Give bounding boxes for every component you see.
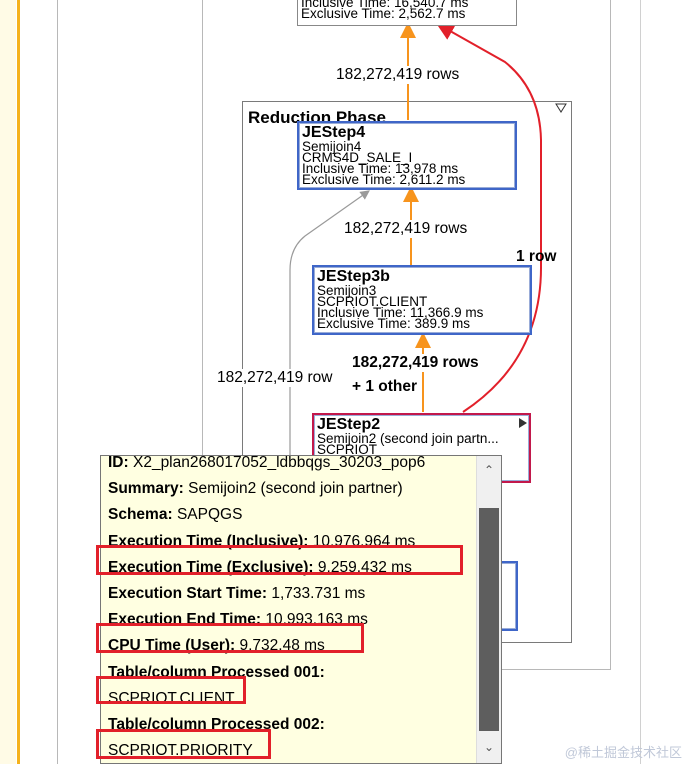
edge-left-gray (289, 190, 370, 455)
node-jestep2-name: JEStep2 (317, 416, 381, 433)
node-jestep2-line2: SCPRIOT (317, 442, 378, 457)
edge-label-step3b-other: + 1 other (352, 378, 418, 395)
tooltip-summary: Summary: Semijoin2 (second join partner) (108, 480, 403, 498)
tooltip-content: ID: X2_plan268017052_ldbbqgs_30203_pop6 … (108, 455, 475, 763)
edge-step2-to-top-red (436, 23, 543, 413)
highlight-exec-exclusive (96, 545, 463, 575)
node-top-inclusive: Inclusive Time: 16,540.7 ms (301, 0, 469, 10)
node-jestep4[interactable]: JEStep4 Semijoin4 CRMS4D_SALE_I Inclusiv… (297, 121, 517, 190)
node-jestep4-line1: Semijoin4 (302, 139, 362, 154)
node-top[interactable]: Inclusive Time: 16,540.7 ms Exclusive Ti… (297, 0, 517, 26)
node-jestep4-inclusive: Inclusive Time: 13,978 ms (302, 161, 459, 176)
edge-label-step4-rows: 182,272,419 rows (344, 220, 468, 238)
collapse-icon[interactable] (555, 103, 567, 113)
node-jestep4-line2: CRMS4D_SALE_I (302, 150, 413, 165)
scroll-thumb[interactable] (479, 508, 499, 731)
tooltip-exec-start: Execution Start Time: 1,733.731 ms (108, 585, 366, 603)
node-jestep3b-line1: Semijoin3 (317, 283, 377, 298)
edge-label-top-rows: 182,272,419 rows (336, 66, 460, 84)
node-jestep3b-inclusive: Inclusive Time: 11,366.9 ms (317, 305, 484, 320)
node-jestep3b[interactable]: JEStep3b Semijoin3 SCPRIOT.CLIENT Inclus… (312, 265, 532, 335)
highlight-tc001 (96, 676, 246, 704)
edge-label-red-rows: 1 row (516, 248, 557, 265)
outer-divider (640, 0, 641, 764)
tooltip-exec-exclusive: Execution Time (Exclusive): 9,259.432 ms (108, 558, 412, 576)
node-jestep4-name: JEStep4 (302, 124, 366, 141)
node-jestep3b-exclusive: Exclusive Time: 389.9 ms (317, 316, 471, 331)
highlight-tc002 (96, 729, 271, 759)
tooltip-scrollbar[interactable]: ⌃ ⌄ (476, 456, 501, 763)
edge-label-left-rows: 182,272,419 row (217, 369, 333, 387)
highlight-cpu-time (96, 623, 364, 653)
scroll-down-icon[interactable]: ⌄ (483, 740, 495, 754)
left-gutter-marker (17, 0, 20, 764)
watermark: @稀土掘金技术社区 (564, 745, 682, 760)
node-jestep2-line1: Semijoin2 (second join partn... (317, 431, 499, 446)
tooltip-schema: Schema: SAPQGS (108, 506, 243, 524)
node-top-exclusive: Exclusive Time: 2,562.7 ms (301, 6, 466, 21)
graph-region-left-border (202, 0, 203, 764)
node-jestep4-exclusive: Exclusive Time: 2,611.2 ms (302, 172, 466, 187)
left-gutter (0, 0, 16, 764)
edge-label-step3b-rows: 182,272,419 rows (352, 354, 479, 372)
panel-divider (57, 0, 58, 764)
graph-region-right-border (610, 0, 611, 670)
expand-icon[interactable] (519, 418, 527, 428)
tooltip-tc002-label: Table/column Processed 002: (108, 716, 325, 734)
node-jestep3b-line2: SCPRIOT.CLIENT (317, 294, 428, 309)
tooltip-id: ID: X2_plan268017052_ldbbqgs_30203_pop6 (108, 455, 426, 471)
scroll-up-icon[interactable]: ⌃ (483, 463, 495, 477)
node-tooltip: ID: X2_plan268017052_ldbbqgs_30203_pop6 … (100, 455, 502, 764)
tooltip-tc002-value: SCPRIOT.PRIORITY (108, 742, 253, 760)
node-jestep3b-name: JEStep3b (317, 268, 390, 285)
